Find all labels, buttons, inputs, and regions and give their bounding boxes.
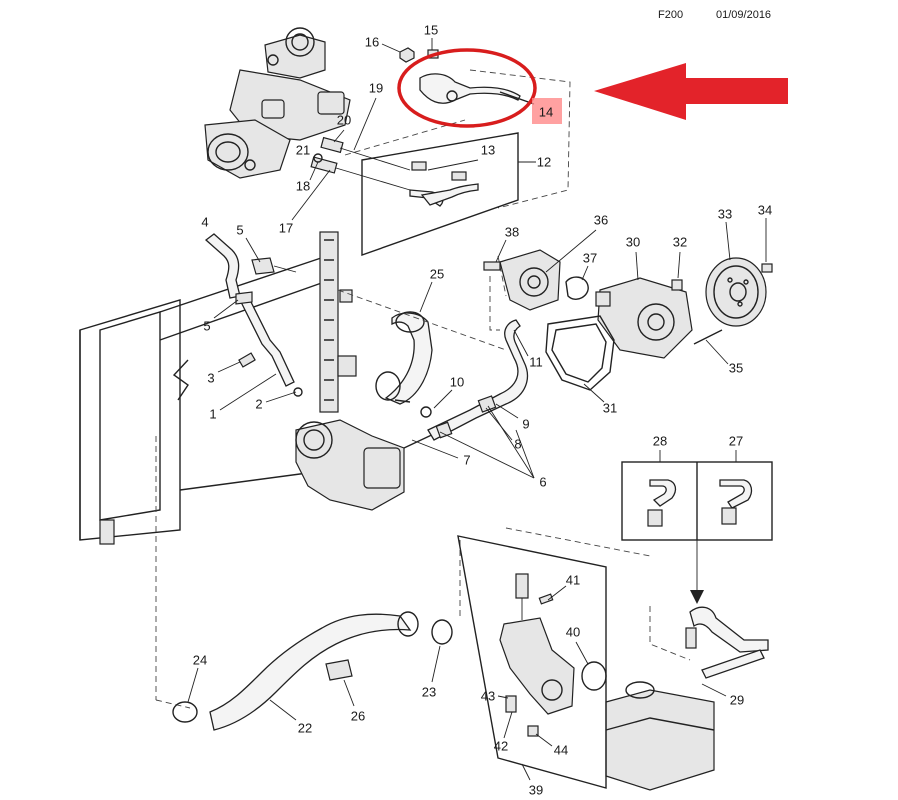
radiator bbox=[79, 231, 357, 545]
callout-15: 15 bbox=[424, 23, 438, 38]
bolt-35 bbox=[693, 329, 723, 345]
housing-40-41 bbox=[499, 573, 607, 737]
callout-9: 9 bbox=[522, 417, 529, 432]
callout-33: 33 bbox=[718, 207, 732, 222]
pipe-1-2 bbox=[235, 291, 303, 397]
callout-8: 8 bbox=[514, 437, 521, 452]
pipe-13 bbox=[409, 159, 479, 207]
callout-42: 42 bbox=[494, 739, 508, 754]
callout-31: 31 bbox=[603, 401, 617, 416]
highlight-ellipse bbox=[397, 48, 537, 128]
callout-17: 17 bbox=[279, 221, 293, 236]
callout-29: 29 bbox=[730, 693, 744, 708]
diagram-code: F200 bbox=[658, 9, 683, 21]
callout-4: 4 bbox=[201, 215, 208, 230]
callout-43: 43 bbox=[481, 689, 495, 704]
callout-5-upper: 5 bbox=[236, 223, 243, 238]
callout-28: 28 bbox=[653, 434, 667, 449]
callout-3: 3 bbox=[207, 371, 214, 386]
callout-39: 39 bbox=[529, 783, 543, 798]
kit-box-27-28 bbox=[621, 461, 773, 541]
callout-6: 6 bbox=[539, 475, 546, 490]
callout-13: 13 bbox=[481, 143, 495, 158]
callout-16: 16 bbox=[365, 35, 379, 50]
callout-30: 30 bbox=[626, 235, 640, 250]
hose-25 bbox=[375, 311, 433, 405]
callout-36: 36 bbox=[594, 213, 608, 228]
nut-16 bbox=[381, 43, 415, 63]
callout-1: 1 bbox=[209, 407, 216, 422]
diagram-date: 01/09/2016 bbox=[716, 9, 771, 21]
callouts: 15 16 19 20 21 18 17 13 12 4 5 5 3 1 2 2… bbox=[187, 23, 772, 798]
dashed-frame-upper bbox=[469, 69, 571, 209]
callout-26: 26 bbox=[351, 709, 365, 724]
callout-40: 40 bbox=[566, 625, 580, 640]
callout-11: 11 bbox=[529, 355, 543, 370]
callout-34: 34 bbox=[758, 203, 772, 218]
water-pump-30 bbox=[595, 277, 693, 359]
callout-2: 2 bbox=[255, 397, 262, 412]
callout-27: 27 bbox=[729, 434, 743, 449]
clamp-24 bbox=[172, 701, 198, 723]
callout-20: 20 bbox=[337, 113, 351, 128]
red-arrow-icon bbox=[594, 63, 788, 120]
pulley-33 bbox=[705, 257, 767, 327]
callout-38: 38 bbox=[505, 225, 519, 240]
callout-23: 23 bbox=[422, 685, 436, 700]
hose-29 bbox=[685, 606, 769, 679]
callout-37: 37 bbox=[583, 251, 597, 266]
highlight-label: 14 bbox=[539, 105, 553, 120]
clamp-26 bbox=[325, 659, 353, 681]
gasket-31 bbox=[545, 315, 615, 391]
water-pump-center bbox=[295, 419, 439, 511]
coolant-reservoir bbox=[605, 681, 715, 791]
highlight-label-box bbox=[532, 98, 562, 124]
coolant-pipe-14 bbox=[419, 73, 535, 105]
fitting-17-21 bbox=[310, 136, 411, 191]
hose-22 bbox=[209, 611, 419, 731]
callout-7: 7 bbox=[463, 453, 470, 468]
arrow-down-icon bbox=[690, 590, 704, 604]
callout-10: 10 bbox=[450, 375, 464, 390]
callout-22: 22 bbox=[298, 721, 312, 736]
callout-35: 35 bbox=[729, 361, 743, 376]
bolt-3 bbox=[238, 352, 256, 368]
callout-24: 24 bbox=[193, 653, 207, 668]
throttle-body-assembly bbox=[204, 27, 351, 179]
kit-box-12 bbox=[361, 132, 519, 256]
callout-5-lower: 5 bbox=[203, 319, 210, 334]
clamp-23 bbox=[431, 619, 453, 645]
callout-44: 44 bbox=[554, 743, 568, 758]
hose-9 bbox=[420, 319, 529, 441]
callout-19: 19 bbox=[369, 81, 383, 96]
thermostat-housing bbox=[483, 249, 589, 311]
callout-18: 18 bbox=[296, 179, 310, 194]
kit-box-39 bbox=[457, 535, 607, 789]
callout-41: 41 bbox=[566, 573, 580, 588]
callout-32: 32 bbox=[673, 235, 687, 250]
bolt-34 bbox=[761, 263, 773, 273]
callout-12: 12 bbox=[537, 155, 551, 170]
hose-4 bbox=[204, 233, 297, 299]
callout-25: 25 bbox=[430, 267, 444, 282]
callout-21: 21 bbox=[296, 143, 310, 158]
